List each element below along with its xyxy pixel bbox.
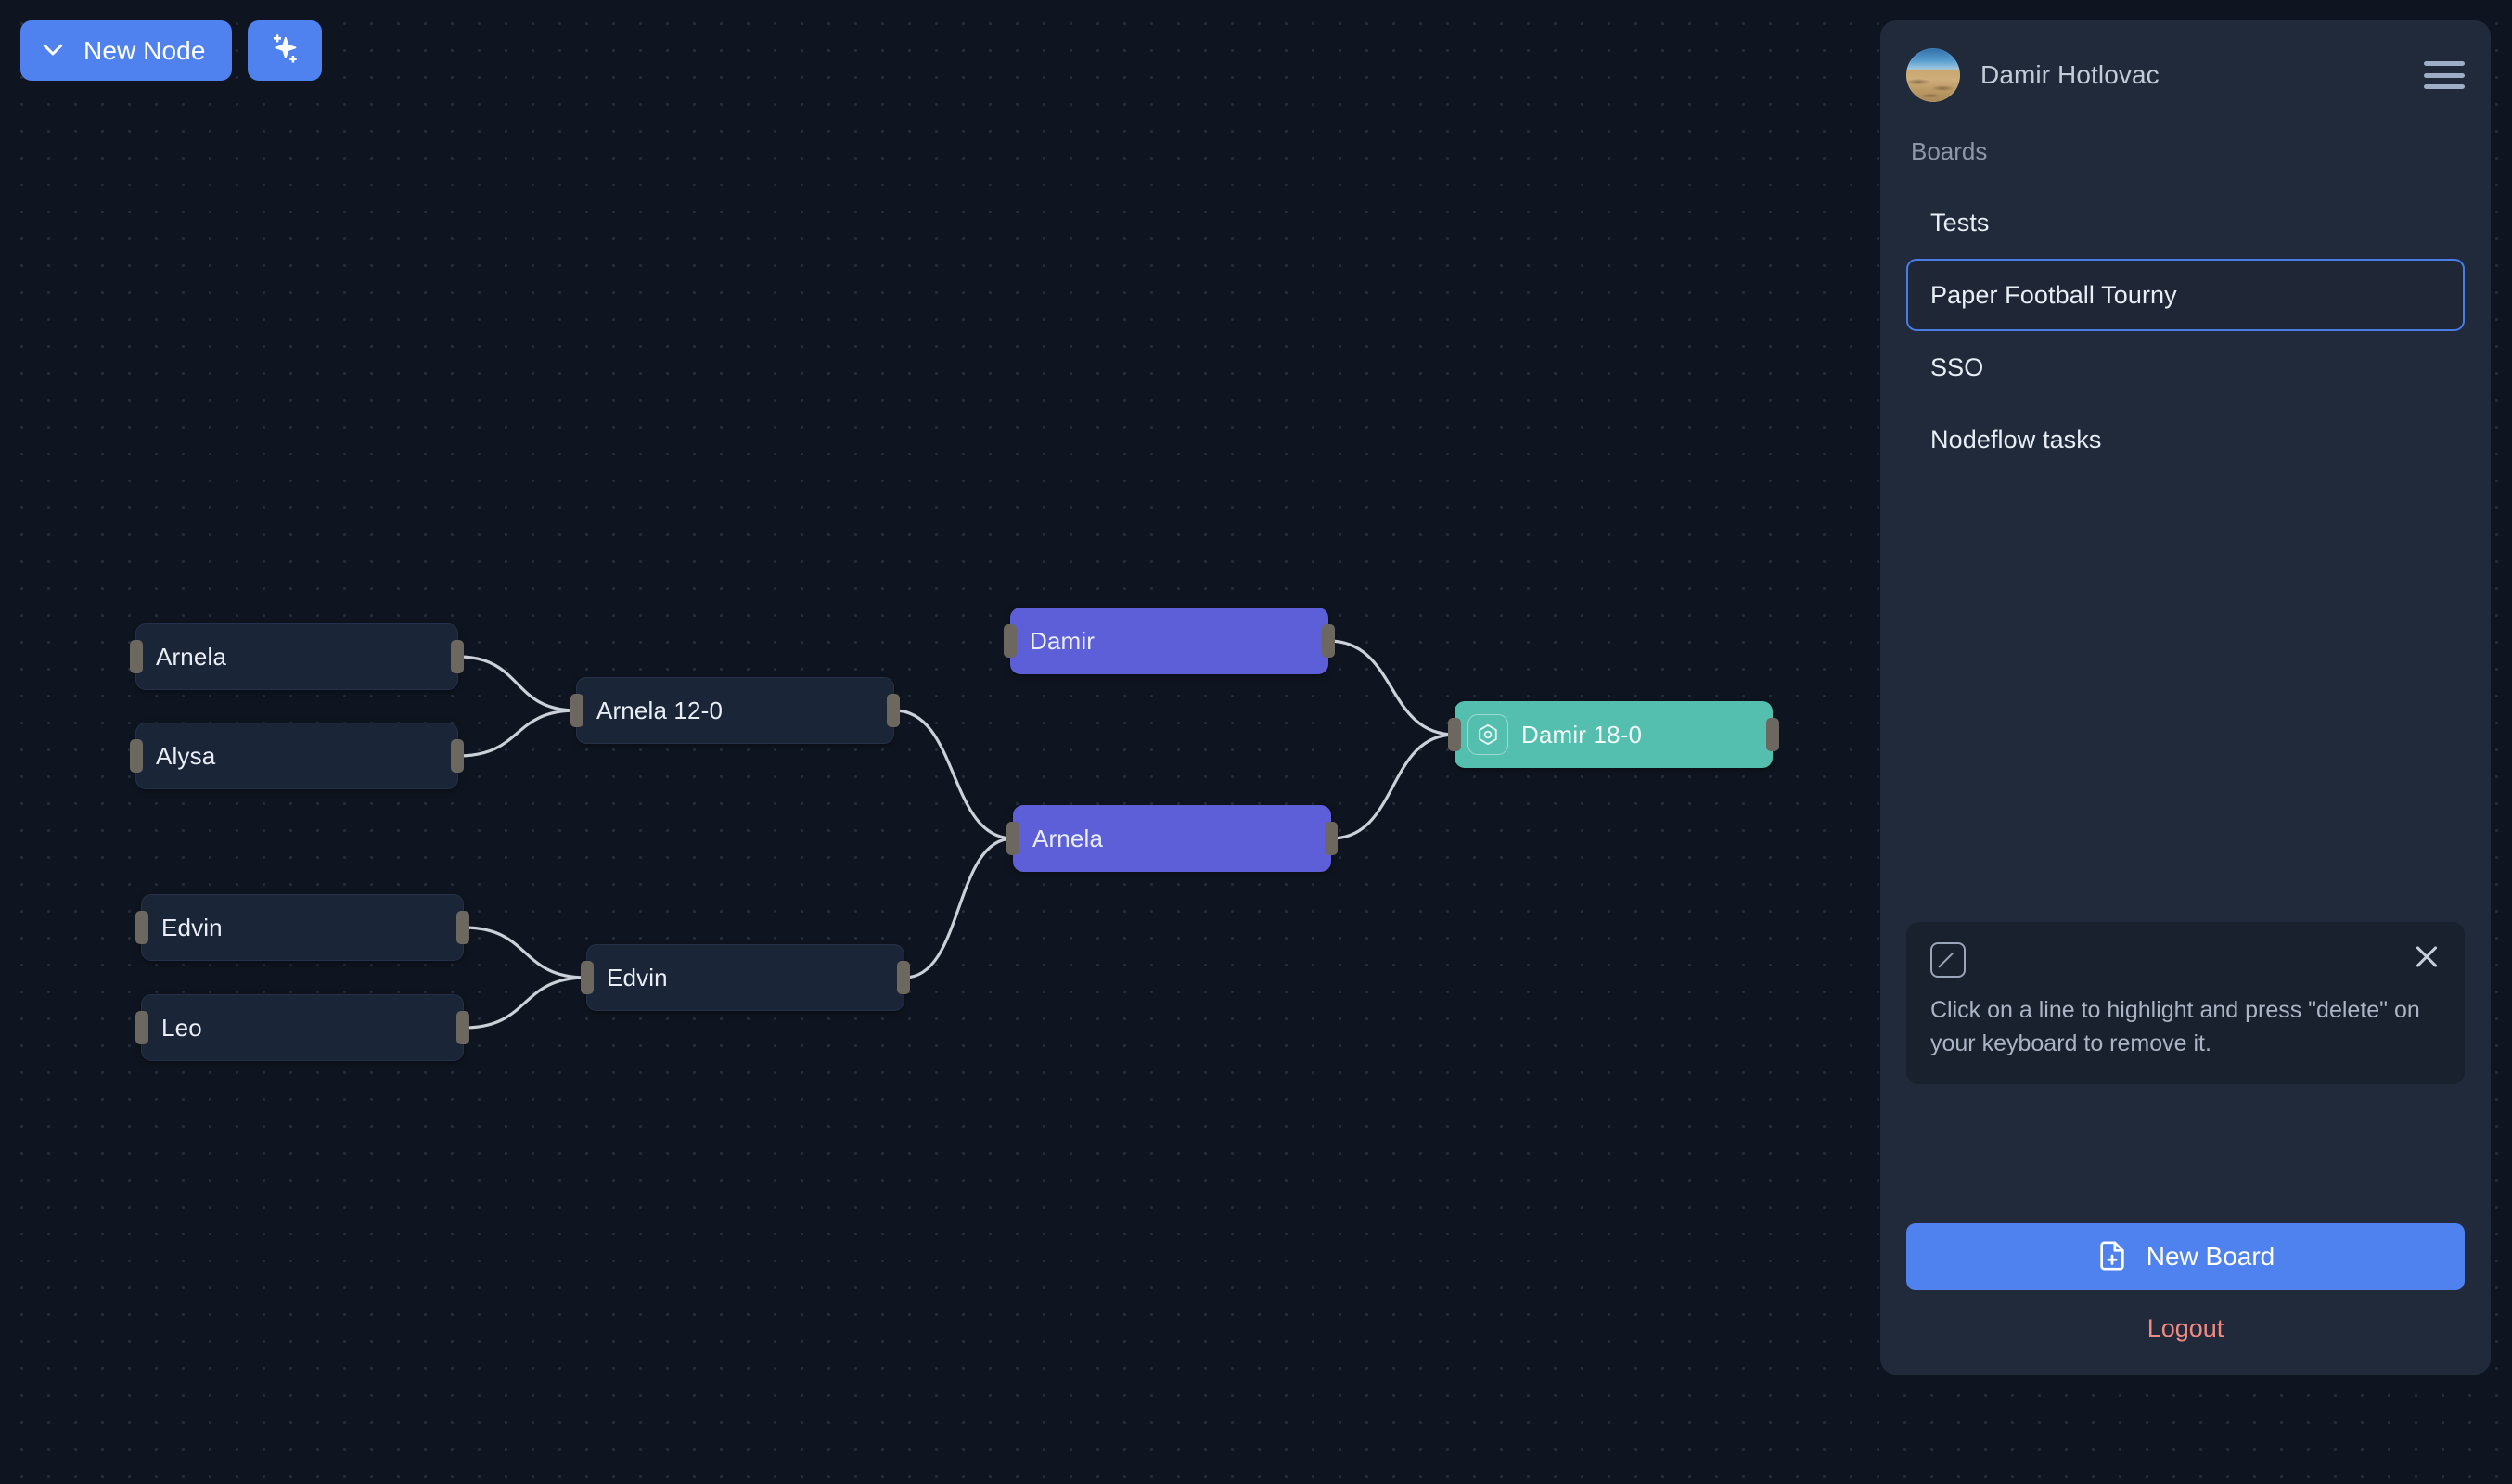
flow-node-label: Leo — [161, 1013, 202, 1042]
board-item-label: Tests — [1930, 208, 1990, 237]
flow-node[interactable]: Arnela 12-0 — [570, 677, 900, 744]
boards-heading: Boards — [1911, 137, 1988, 165]
flow-edge[interactable] — [457, 709, 577, 758]
board-item[interactable]: Paper Football Tourny — [1906, 259, 2465, 331]
flow-node-label: Edvin — [161, 913, 223, 941]
node-handle-right[interactable] — [1325, 822, 1338, 855]
flow-node-label: Alysa — [156, 741, 216, 770]
node-handle-left[interactable] — [135, 911, 148, 944]
sparkle-icon — [266, 31, 303, 70]
flow-node-label: Damir — [1030, 626, 1096, 655]
node-handle-left[interactable] — [135, 1011, 148, 1044]
chevron-down-icon — [39, 35, 67, 66]
flow-node[interactable]: Damir 18-0 — [1448, 701, 1779, 768]
hamburger-menu-icon[interactable] — [2424, 58, 2465, 92]
flow-node[interactable]: Leo — [135, 994, 469, 1061]
board-item-label: Nodeflow tasks — [1930, 425, 2102, 454]
flow-node[interactable]: Edvin — [581, 944, 910, 1011]
flow-edge[interactable] — [463, 976, 587, 1030]
board-item[interactable]: Tests — [1906, 186, 2465, 259]
node-handle-right[interactable] — [1322, 624, 1335, 658]
ai-generate-button[interactable] — [247, 20, 322, 81]
new-board-button[interactable]: New Board — [1906, 1223, 2465, 1290]
edge-line-icon — [1930, 942, 1966, 978]
flow-edge[interactable] — [463, 926, 587, 979]
flow-node[interactable]: Alysa — [130, 723, 464, 789]
user-name: Damir Hotlovac — [1980, 60, 2160, 89]
board-item[interactable]: SSO — [1906, 331, 2465, 403]
new-node-label: New Node — [83, 35, 206, 65]
flow-node-label: Edvin — [607, 963, 668, 991]
sidebar-gap — [1880, 1084, 2491, 1223]
flow-edge[interactable] — [904, 837, 1014, 979]
flow-edge[interactable] — [1330, 733, 1455, 840]
node-handle-left[interactable] — [130, 739, 143, 773]
node-handle-left[interactable] — [570, 694, 583, 727]
flow-node[interactable]: Damir — [1004, 608, 1335, 674]
flow-node-label: Arnela 12-0 — [596, 696, 724, 724]
hexagon-gem-icon — [1467, 714, 1508, 755]
node-handle-left[interactable] — [1004, 624, 1017, 658]
node-handle-right[interactable] — [451, 640, 464, 673]
logout-button[interactable]: Logout — [2147, 1314, 2224, 1342]
node-handle-right[interactable] — [887, 694, 900, 727]
flow-node[interactable]: Edvin — [135, 894, 469, 961]
sidebar-header: Damir Hotlovac — [1880, 20, 2491, 102]
new-board-label: New Board — [2146, 1242, 2275, 1271]
node-handle-left[interactable] — [581, 961, 594, 994]
flow-edge[interactable] — [893, 709, 1014, 840]
flow-node-label: Arnela — [1032, 824, 1104, 852]
sidebar-spacer — [1880, 476, 2491, 922]
node-handle-right[interactable] — [451, 739, 464, 773]
flow-node-label: Damir 18-0 — [1521, 720, 1643, 748]
close-icon[interactable] — [2411, 940, 2442, 972]
flow-node[interactable]: Arnela — [1006, 805, 1338, 872]
node-handle-right[interactable] — [456, 1011, 469, 1044]
node-handle-right[interactable] — [456, 911, 469, 944]
node-handle-left[interactable] — [1448, 718, 1461, 751]
file-plus-icon — [2096, 1240, 2128, 1274]
node-handle-left[interactable] — [1006, 822, 1019, 855]
canvas-toolbar: New Node — [20, 20, 322, 81]
node-handle-right[interactable] — [1766, 718, 1779, 751]
board-item-label: SSO — [1930, 352, 1984, 381]
board-item-label: Paper Football Tourny — [1930, 280, 2177, 309]
node-handle-left[interactable] — [130, 640, 143, 673]
hamburger-bar — [2424, 84, 2465, 89]
flow-edge[interactable] — [457, 655, 577, 712]
flow-node-label: Arnela — [156, 642, 227, 671]
hamburger-bar — [2424, 72, 2465, 78]
flow-node[interactable]: Arnela — [130, 623, 464, 690]
new-node-button[interactable]: New Node — [20, 20, 232, 81]
tip-card: Click on a line to highlight and press "… — [1906, 922, 2465, 1084]
hamburger-bar — [2424, 61, 2465, 66]
flow-edge[interactable] — [1327, 639, 1455, 736]
avatar[interactable] — [1906, 48, 1960, 102]
board-item[interactable]: Nodeflow tasks — [1906, 403, 2465, 476]
node-handle-right[interactable] — [897, 961, 910, 994]
tip-text: Click on a line to highlight and press "… — [1930, 997, 2420, 1056]
